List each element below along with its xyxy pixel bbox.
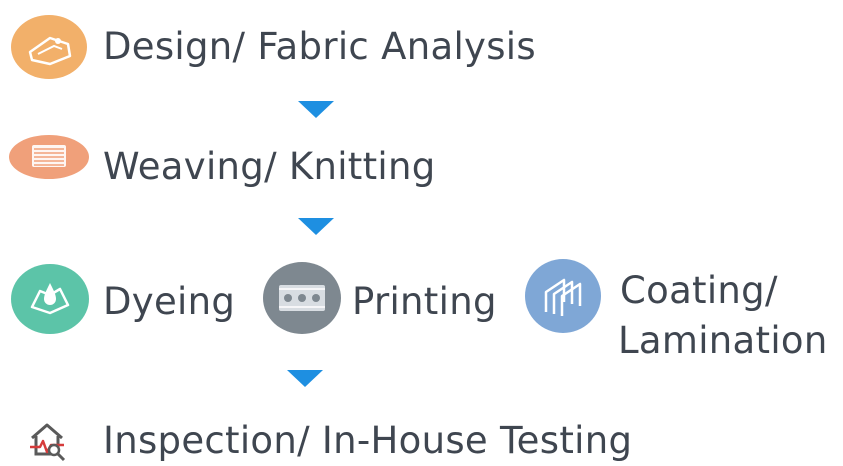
step-printing-label: Printing [352,280,497,323]
print-pattern-icon [262,261,342,335]
flow-arrow-3 [287,370,323,387]
fabric-design-icon [10,14,88,80]
step-design-label: Design/ Fabric Analysis [103,25,536,68]
step-dyeing-label: Dyeing [103,280,236,323]
step-inspection-label: Inspection/ In-House Testing [103,419,633,462]
step-weaving-label: Weaving/ Knitting [103,145,436,188]
loom-icon [8,133,90,181]
flow-arrow-1 [298,101,334,118]
step-coating-label-line2: Lamination [618,319,828,362]
flow-arrow-2 [298,218,334,235]
dye-drop-icon [10,263,90,335]
coating-layers-icon [524,258,602,334]
step-coating-label-line1: Coating/ [620,269,778,312]
inspection-house-icon [26,420,68,462]
